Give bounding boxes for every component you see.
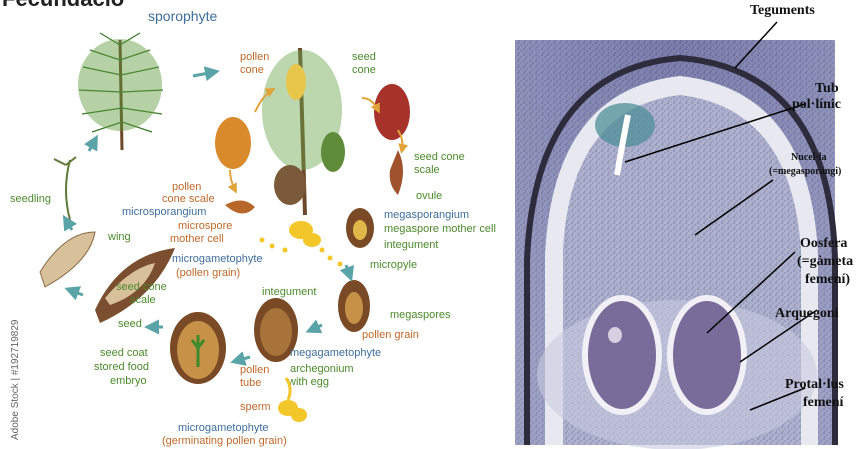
seedling-illustration: [53, 156, 77, 221]
integument-mid-label: integument: [262, 286, 316, 298]
megagametophyte-label: megagametophyte: [290, 347, 381, 359]
pollen-cone-scale-label: pollen cone scale: [162, 181, 215, 205]
microgametophyte-bottom-label: microgametophyte: [178, 422, 269, 434]
embryo-label: embryo: [110, 375, 147, 387]
nucella-label: Nucel·la (=megasporangi): [769, 152, 841, 177]
life-cycle-arrows: [62, 66, 354, 366]
oosfera-label: Oosfera (=gàmeta femení): [797, 236, 857, 287]
microspore-mother-cell-label: microspore mother cell: [170, 220, 235, 245]
germinating-pollen-illustration: [278, 377, 307, 422]
seed-cone-scale-illustration: [389, 150, 403, 195]
pollen-cone-scale-illustration: [225, 200, 255, 214]
arquegoni-label: Arquegoni: [775, 306, 839, 321]
pollen-grains-illustration: [259, 221, 343, 267]
seed-cone-illustration: [374, 84, 410, 140]
protallus-label: Protal·lus femení: [785, 377, 847, 410]
seed-coat-label: seed coat: [100, 347, 148, 359]
integument-top-label: integument: [384, 239, 438, 251]
sperm-label: sperm: [240, 401, 271, 413]
seed-cone-scale-top-label: seed cone scale: [414, 151, 468, 176]
internal-arrows: [227, 88, 409, 194]
ovule-mature-illustration: [254, 298, 298, 362]
sporophyte-illustration: [78, 32, 164, 151]
page-title-partial: Fecundació: [2, 0, 124, 11]
ovule-micrograph: Teguments Tub pol·línic Nucel·la (=megas…: [515, 3, 857, 449]
archegonium-left: [582, 295, 662, 415]
seed-cone-scale-left-label: seed cone scale: [116, 281, 170, 306]
megasporangium-label: megasporangium: [384, 209, 469, 221]
pollen-grain-paren-label: (pollen grain): [176, 267, 240, 279]
microsporangium-label: microsporangium: [122, 206, 206, 218]
archegonium-right: [667, 295, 747, 415]
megaspore-mother-cell-label: megaspore mother cell: [384, 223, 496, 235]
stored-food-label: stored food: [94, 361, 149, 373]
micropyle-label: micropyle: [370, 259, 417, 271]
pollen-cone-label: pollen cone: [240, 51, 272, 76]
pollen-tube-label: pollen tube: [240, 364, 272, 389]
seed-label: seed: [118, 318, 142, 330]
ovule-section-illustration: [346, 208, 374, 248]
archegonium-label: archegonium with egg: [287, 363, 357, 388]
teguments-label: Teguments: [750, 3, 815, 18]
sporophyte-label: sporophyte: [148, 8, 217, 24]
pine-life-cycle-diagram: Fecundació sporophyte pollen cone seed c…: [2, 0, 496, 447]
pollen-cone-illustration: [215, 117, 251, 169]
pollen-grain-label: pollen grain: [362, 329, 419, 341]
ovule-label: ovule: [416, 190, 442, 202]
seedling-label: seedling: [10, 193, 51, 205]
germinating-pollen-paren-label: (germinating pollen grain): [162, 435, 287, 447]
megaspores-label: megaspores: [390, 309, 451, 321]
seed-cone-label: seed cone: [352, 51, 379, 76]
megaspores-ovule-illustration: [338, 280, 370, 332]
micrograph-pointers: [624, 21, 818, 411]
microgametophyte-label: microgametophyte: [172, 253, 263, 265]
seed-section-illustration: [170, 312, 226, 384]
winged-seed-illustration: [39, 231, 175, 323]
pollen-tube-micrograph-label: Tub pol·línic: [792, 81, 842, 112]
wing-label: wing: [107, 231, 131, 243]
stock-credit: Adobe Stock | #192719829: [10, 319, 21, 440]
pine-branch-illustration: [262, 47, 345, 216]
